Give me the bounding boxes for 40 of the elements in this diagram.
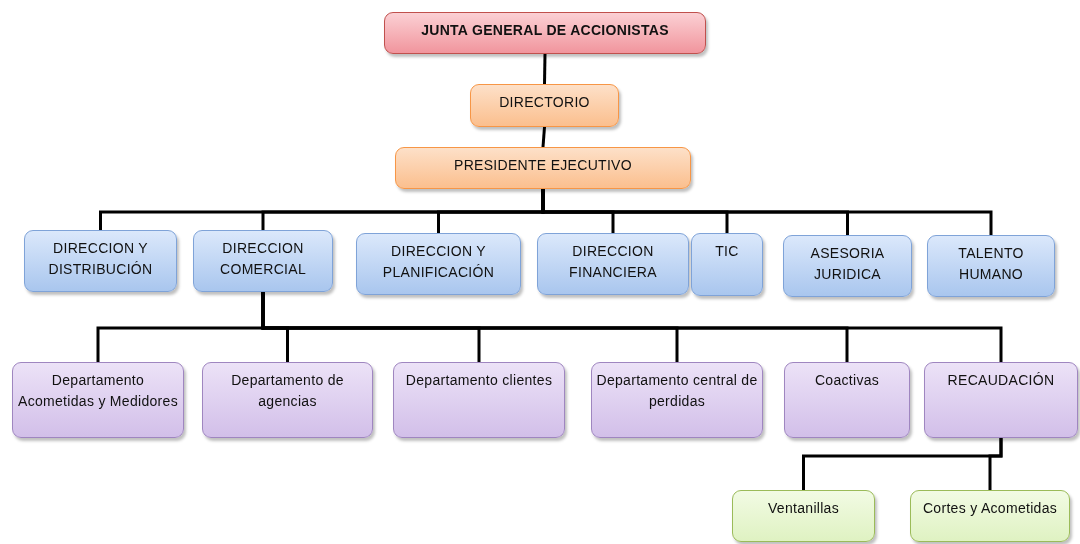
- process-box: [537, 233, 689, 295]
- node-label: TALENTO HUMANO: [957, 244, 1025, 284]
- node-label: ASESORIA JURIDICA: [809, 244, 886, 284]
- process-box: [384, 12, 706, 54]
- node-label: JUNTA GENERAL DE ACCIONISTAS: [420, 21, 670, 40]
- node-label: Departamento clientes: [404, 371, 554, 390]
- node-label: TIC: [714, 242, 740, 261]
- node-label: Departamento Acometidas y Medidores: [17, 371, 179, 411]
- process-box: [470, 84, 619, 127]
- node-label: Departamento central de perdidas: [596, 371, 758, 411]
- node-label: DIRECCION FINANCIERA: [568, 242, 658, 282]
- process-box: [395, 147, 691, 189]
- connector-line: [988, 438, 1003, 490]
- process-box: [393, 362, 565, 438]
- process-box: [12, 362, 184, 438]
- process-box: [784, 362, 910, 438]
- node-label: Ventanillas: [767, 499, 840, 518]
- node-label: RECAUDACIÓN: [946, 371, 1056, 390]
- connector-line: [543, 53, 547, 85]
- node-label: PRESIDENTE EJECUTIVO: [453, 156, 633, 175]
- node-label: DIRECCION Y PLANIFICACIÓN: [381, 242, 496, 282]
- process-box: [927, 235, 1055, 297]
- node-label: Departamento de agencias: [230, 371, 345, 411]
- node-label: DIRECTORIO: [498, 93, 591, 112]
- process-box: [691, 233, 763, 296]
- process-box: [924, 362, 1078, 438]
- node-label: DIRECCION Y DISTRIBUCIÓN: [47, 239, 154, 279]
- node-label: DIRECCION COMERCIAL: [219, 239, 307, 279]
- node-label: Coactivas: [813, 371, 881, 390]
- process-box: [202, 362, 373, 438]
- process-box: [356, 233, 521, 295]
- process-box: [193, 230, 333, 292]
- process-box: [783, 235, 912, 297]
- connector-line: [541, 126, 546, 148]
- process-box: [910, 490, 1070, 542]
- process-box: [591, 362, 763, 438]
- process-box: [24, 230, 177, 292]
- node-label: Cortes y Acometidas: [921, 499, 1059, 518]
- connector-line: [541, 189, 993, 235]
- process-box: [732, 490, 875, 542]
